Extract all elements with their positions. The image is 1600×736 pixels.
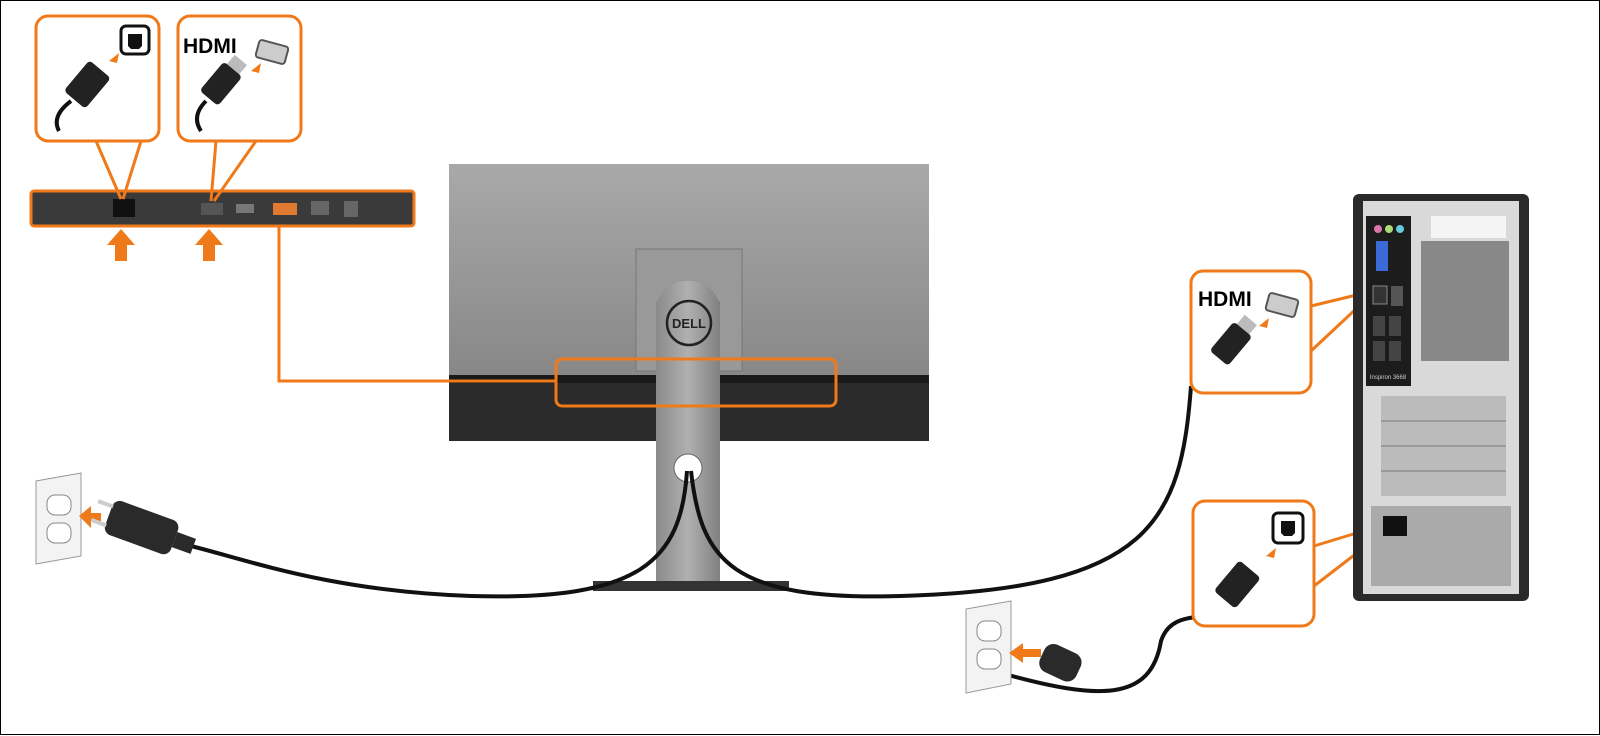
hdmi-plug-icon (1211, 314, 1257, 365)
monitor-hdmi-callout: HDMI (176, 14, 303, 143)
pc-hdmi-callout: HDMI (1189, 269, 1313, 395)
power-plug-icon (1039, 643, 1082, 682)
monitor-back: DELL (449, 164, 929, 591)
wall-outlet-icon (965, 600, 1012, 694)
pc-power-callout (1191, 499, 1316, 628)
pc-tower: Inspiron 3668 (1353, 194, 1529, 601)
svg-text:DELL: DELL (672, 316, 706, 331)
pc-hdmi-label: HDMI (1198, 288, 1252, 311)
svg-text:Inspiron 3668: Inspiron 3668 (1370, 375, 1407, 381)
monitor-hdmi-label: HDMI (183, 35, 237, 58)
hdmi-port-icon (254, 39, 290, 65)
monitor-power-callout (34, 14, 161, 143)
dell-logo: DELL (665, 299, 713, 347)
power-port-icon (119, 24, 151, 56)
power-plug-icon (90, 499, 197, 555)
monitor-port-strip (29, 189, 416, 228)
wall-outlet-icon (35, 472, 82, 565)
hdmi-plug-icon (201, 54, 247, 105)
power-port-icon (1271, 511, 1305, 545)
up-arrow-icon (107, 229, 223, 261)
hdmi-port-icon (1264, 292, 1300, 318)
